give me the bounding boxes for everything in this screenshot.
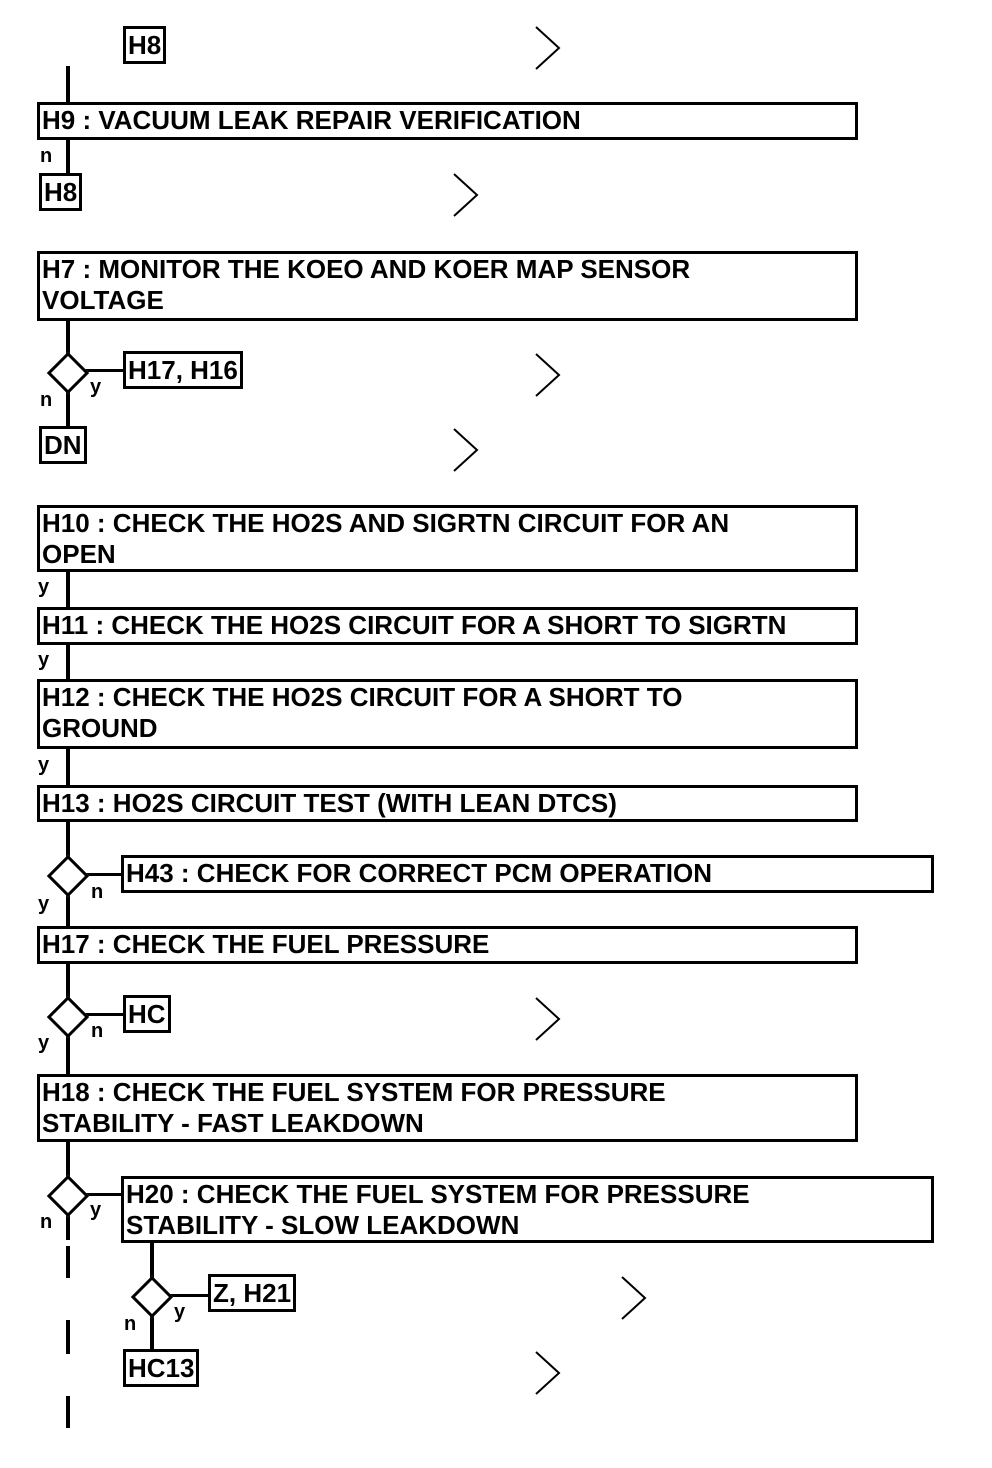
step-h17: H17 : CHECK THE FUEL PRESSURE	[37, 926, 858, 964]
branch-line	[168, 1294, 212, 1297]
chevron-right-icon	[535, 1351, 561, 1395]
branch-label-yes: y	[38, 754, 50, 776]
step-h43: H43 : CHECK FOR CORRECT PCM OPERATION	[121, 855, 934, 893]
chevron-right-icon	[621, 1276, 647, 1320]
flow-line	[66, 747, 70, 787]
step-h20: H20 : CHECK THE FUEL SYSTEM FOR PRESSURE…	[121, 1176, 934, 1243]
decision-diamond-icon	[46, 854, 90, 898]
branch-label-yes: y	[38, 1032, 50, 1054]
continuation-dash	[66, 1246, 70, 1278]
decision-diamond-icon	[46, 1174, 90, 1218]
ref-box-hc13: HC13	[123, 1349, 200, 1387]
step-h7: H7 : MONITOR THE KOEO AND KOER MAP SENSO…	[37, 251, 858, 321]
step-h18: H18 : CHECK THE FUEL SYSTEM FOR PRESSURE…	[37, 1074, 858, 1142]
branch-label-yes: y	[90, 376, 102, 398]
branch-label-no: n	[40, 1211, 53, 1233]
branch-label-no: n	[40, 145, 53, 167]
branch-label-yes: y	[38, 576, 50, 598]
branch-line	[84, 1013, 124, 1016]
chevron-right-icon	[453, 173, 479, 217]
step-h10: H10 : CHECK THE HO2S AND SIGRTN CIRCUIT …	[37, 505, 858, 572]
flow-line	[66, 643, 70, 681]
step-h13: H13 : HO2S CIRCUIT TEST (WITH LEAN DTCS)	[37, 785, 858, 822]
decision-diamond-icon	[130, 1275, 174, 1319]
step-h12: H12 : CHECK THE HO2S CIRCUIT FOR A SHORT…	[37, 679, 858, 749]
ref-box-h8-top: H8	[123, 26, 167, 64]
ref-box-z-h21: Z, H21	[208, 1274, 297, 1312]
branch-label-yes: y	[174, 1301, 186, 1323]
ref-box-h8: H8	[39, 173, 83, 211]
ref-box-h17-h16: H17, H16	[123, 351, 243, 389]
flow-line	[66, 138, 70, 176]
decision-diamond-icon	[46, 995, 90, 1039]
branch-line	[84, 369, 124, 372]
flow-line	[66, 570, 70, 610]
flow-line	[66, 66, 70, 104]
chevron-right-icon	[535, 353, 561, 397]
branch-label-no: n	[91, 881, 104, 903]
branch-line	[84, 873, 124, 876]
branch-line	[84, 1193, 124, 1196]
branch-label-yes: y	[38, 893, 50, 915]
ref-box-hc: HC	[123, 995, 171, 1033]
chevron-right-icon	[535, 26, 561, 70]
branch-label-no: n	[91, 1020, 104, 1042]
ref-box-dn: DN	[39, 426, 87, 464]
branch-label-no: n	[40, 389, 53, 411]
step-h9: H9 : VACUUM LEAK REPAIR VERIFICATION	[37, 102, 858, 140]
continuation-dash	[66, 1320, 70, 1354]
decision-diamond-icon	[46, 351, 90, 395]
branch-label-yes: y	[90, 1199, 102, 1221]
step-h11: H11 : CHECK THE HO2S CIRCUIT FOR A SHORT…	[37, 607, 858, 645]
branch-label-no: n	[124, 1313, 137, 1335]
chevron-right-icon	[535, 997, 561, 1041]
continuation-dash	[66, 1396, 70, 1428]
chevron-right-icon	[453, 428, 479, 472]
branch-label-yes: y	[38, 649, 50, 671]
